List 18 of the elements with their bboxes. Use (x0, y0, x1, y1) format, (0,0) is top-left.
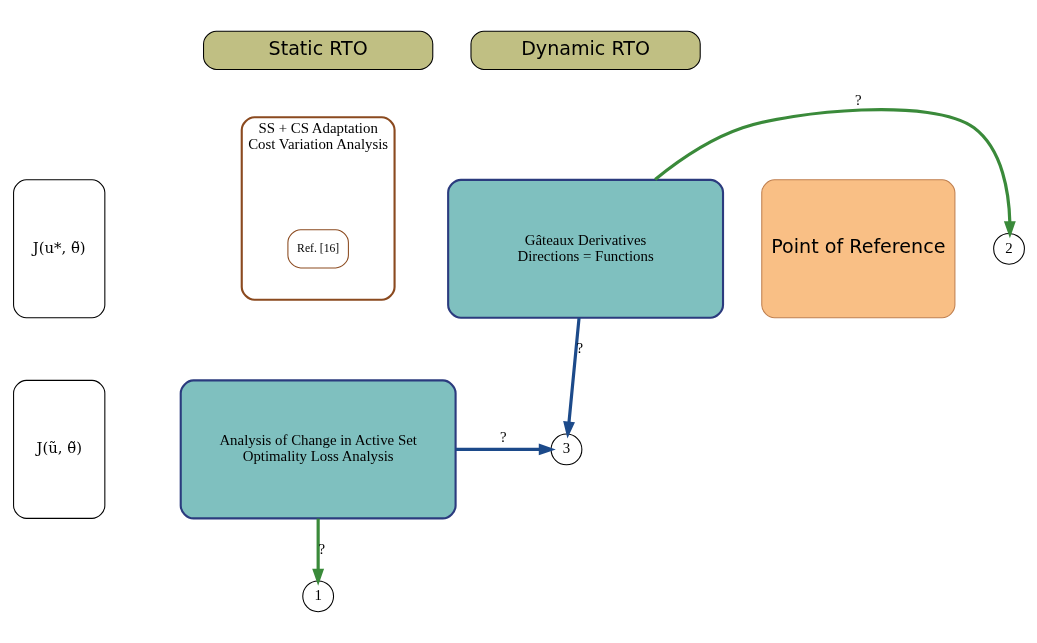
arrow (562, 317, 581, 439)
node-circle: 3 (550, 433, 582, 466)
node-box: J(u*, θ̃) (12, 179, 105, 319)
node-box: Point of Reference (760, 179, 955, 319)
arrow (455, 443, 556, 456)
node-box: Static RTO (202, 30, 433, 70)
arrow (311, 518, 324, 586)
node-box: Dynamic RTO (469, 30, 701, 70)
edge-label: ? (575, 340, 583, 357)
arrow (653, 108, 1016, 239)
node-circle: 1 (301, 580, 334, 613)
node-box: J(ũ, θ̃) (12, 379, 105, 519)
edge-label: ? (499, 429, 507, 446)
node-box: Ref. [16] (286, 229, 349, 269)
node-box: Analysis of Change in Active Set Optimality Loss Analysis (179, 379, 457, 520)
edge-label: ? (854, 91, 862, 108)
node-circle: 2 (992, 232, 1025, 265)
node-box: Gâteaux Derivatives Directions = Functions (446, 178, 724, 319)
